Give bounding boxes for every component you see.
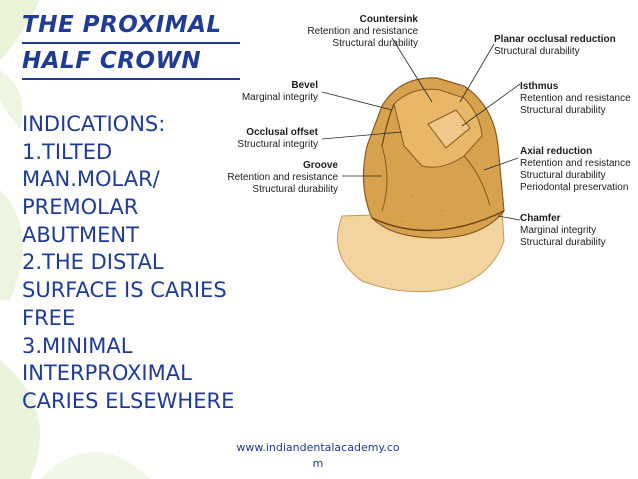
decor-swirl-bottom-left xyxy=(0,360,40,479)
label-line: Structural durability xyxy=(520,237,606,248)
label-line: Structural durability xyxy=(520,170,606,181)
indications-list: INDICATIONS: 1.TILTED MAN.MOLAR/ PREMOLA… xyxy=(22,111,322,416)
label-line: Retention and resistance xyxy=(520,93,631,104)
label-title: Bevel xyxy=(291,80,318,91)
chamfer-edge xyxy=(371,210,505,232)
body-line: MAN.MOLAR/ xyxy=(22,167,160,192)
half-crown-diagram: Countersink Retention and resistance Str… xyxy=(227,6,638,296)
label-title: Planar occlusal reduction xyxy=(494,34,616,45)
tooth-illustration xyxy=(321,37,521,293)
label-line: Structural durability xyxy=(494,46,580,57)
decor-swirl-top-left xyxy=(0,0,40,60)
label-line: Periodontal preservation xyxy=(520,182,629,193)
label-title: Groove xyxy=(302,160,338,171)
leader-axial xyxy=(483,157,519,171)
label-line: Marginal integrity xyxy=(520,225,597,236)
decor-swirl-top-left-2 xyxy=(0,70,23,130)
label-line: Retention and resistance xyxy=(307,26,418,37)
title-line-2: HALF CROWN xyxy=(22,44,240,80)
decor-swirl-left xyxy=(0,190,23,300)
tooth-texture xyxy=(401,185,488,227)
label-groove: Groove Retention and resistance Structur… xyxy=(208,160,338,196)
body-line: 2.THE DISTAL xyxy=(22,250,164,275)
body-line: PREMOLAR xyxy=(22,195,139,220)
axial-wall xyxy=(463,155,491,207)
leader-bevel xyxy=(321,91,393,111)
leader-countersink xyxy=(391,37,433,103)
body-line: 1.TILTED xyxy=(22,139,113,164)
label-line: Retention and resistance xyxy=(520,158,631,169)
footer-line-2: m xyxy=(312,457,324,470)
label-title: Chamfer xyxy=(520,213,561,224)
label-planar-occlusal-reduction: Planar occlusal reduction Structural dur… xyxy=(494,34,616,58)
label-title: Isthmus xyxy=(520,81,559,92)
label-title: Countersink xyxy=(359,14,418,25)
groove-line xyxy=(381,145,388,212)
label-bevel: Bevel Marginal integrity xyxy=(198,80,318,104)
body-line: 3.MINIMAL xyxy=(22,333,133,358)
footer-line-1: www.indiandentalacademy.co xyxy=(236,441,400,454)
isthmus-shape xyxy=(427,109,471,149)
label-axial-reduction: Axial reduction Retention and resistance… xyxy=(520,146,631,194)
body-line: FREE xyxy=(22,305,76,330)
footer-url: www.indiandentalacademy.co m xyxy=(220,440,416,472)
leader-planar xyxy=(459,43,495,103)
label-line: Marginal integrity xyxy=(241,92,318,103)
label-title: Occlusal offset xyxy=(246,127,318,138)
decor-swirl-bottom-left-2 xyxy=(40,452,150,479)
title-line-1: THE PROXIMAL xyxy=(22,8,240,44)
body-line: CARIES ELSEWHERE xyxy=(22,388,235,413)
label-chamfer: Chamfer Marginal integrity Structural du… xyxy=(520,213,606,249)
label-line: Structural durability xyxy=(332,38,418,49)
leader-occlusal-offset xyxy=(321,131,403,140)
leader-isthmus xyxy=(461,83,521,127)
leader-lines xyxy=(321,37,521,221)
bevel-edge xyxy=(381,103,395,147)
label-line: Structural durability xyxy=(252,184,338,195)
leader-chamfer xyxy=(497,215,521,221)
body-line: INTERPROXIMAL xyxy=(22,361,192,386)
label-title: Axial reduction xyxy=(520,146,593,157)
label-line: Structural durability xyxy=(520,105,606,116)
label-occlusal-offset: Occlusal offset Structural integrity xyxy=(198,127,318,151)
label-isthmus: Isthmus Retention and resistance Structu… xyxy=(520,81,631,117)
body-line: SURFACE IS CARIES xyxy=(22,278,227,303)
body-line: ABUTMENT xyxy=(22,222,139,247)
slide-title: THE PROXIMAL HALF CROWN xyxy=(22,8,240,80)
label-line: Retention and resistance xyxy=(227,172,338,183)
label-line: Structural integrity xyxy=(237,139,318,150)
label-countersink: Countersink Retention and resistance Str… xyxy=(278,14,418,50)
body-line: INDICATIONS: xyxy=(22,112,166,136)
